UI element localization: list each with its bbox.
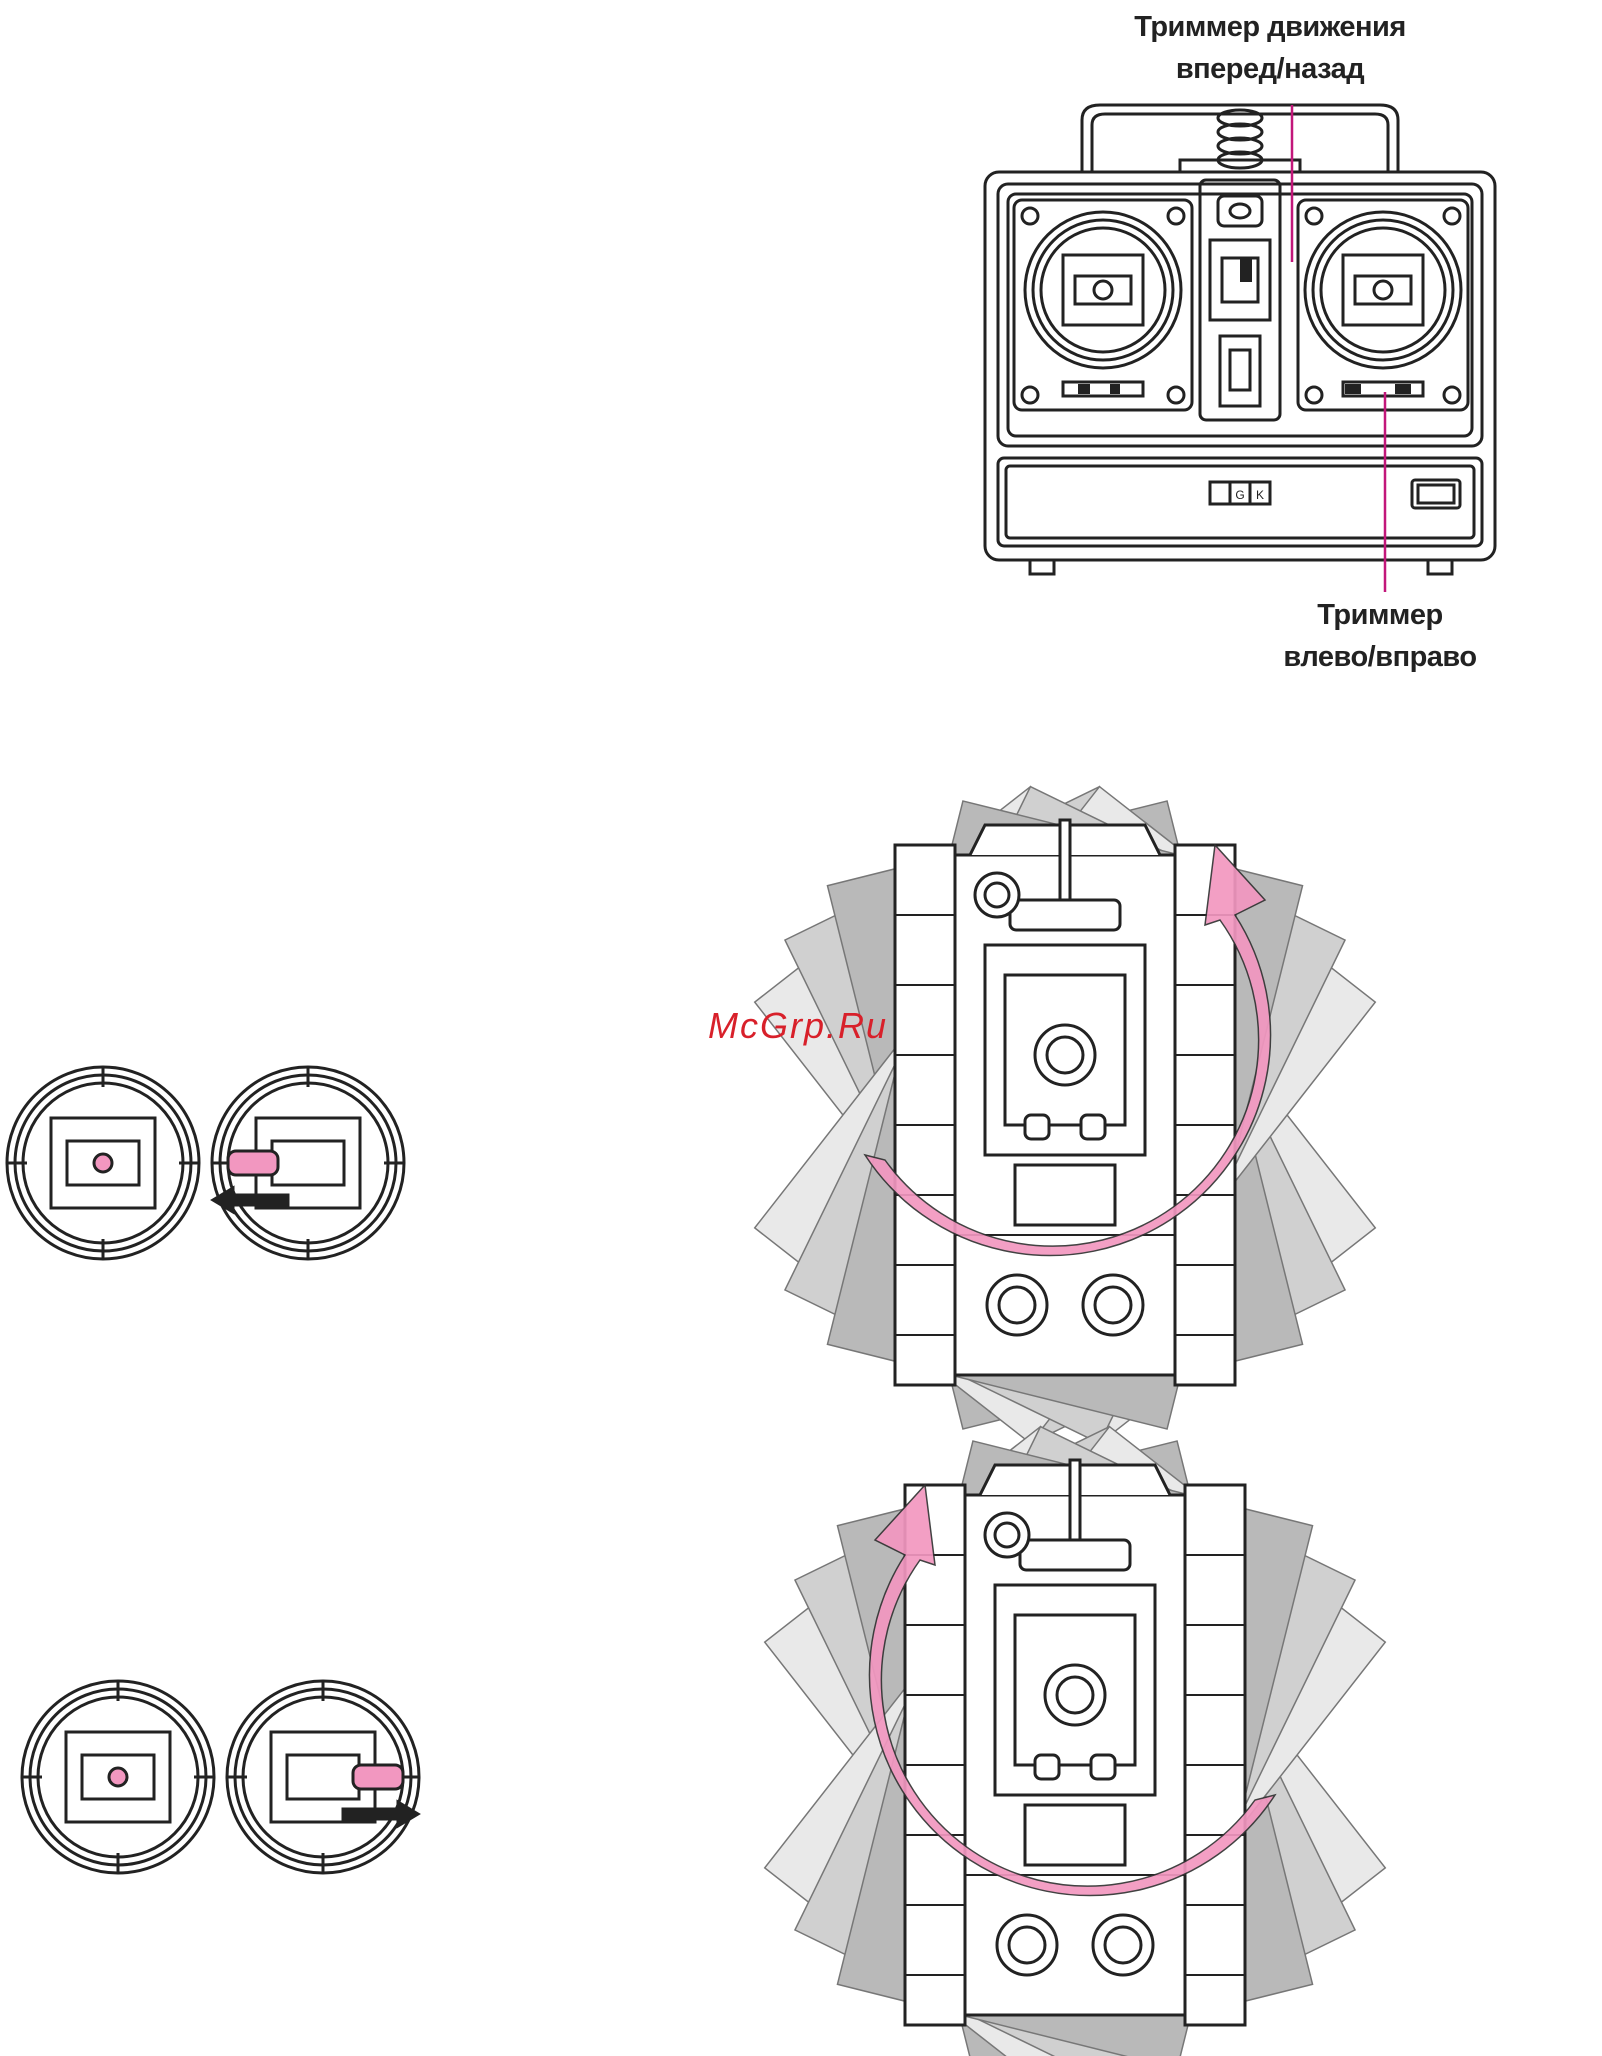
top-tank [895, 820, 1235, 1385]
top-tank-group [755, 787, 1376, 1444]
bottom-tank-group [765, 1427, 1386, 2056]
joystick-pair-2 [22, 1681, 419, 1873]
joystick-pair-1 [7, 1067, 404, 1259]
watermark-text: McGrp.Ru [708, 1005, 888, 1047]
bottom-tank [905, 1460, 1245, 2025]
